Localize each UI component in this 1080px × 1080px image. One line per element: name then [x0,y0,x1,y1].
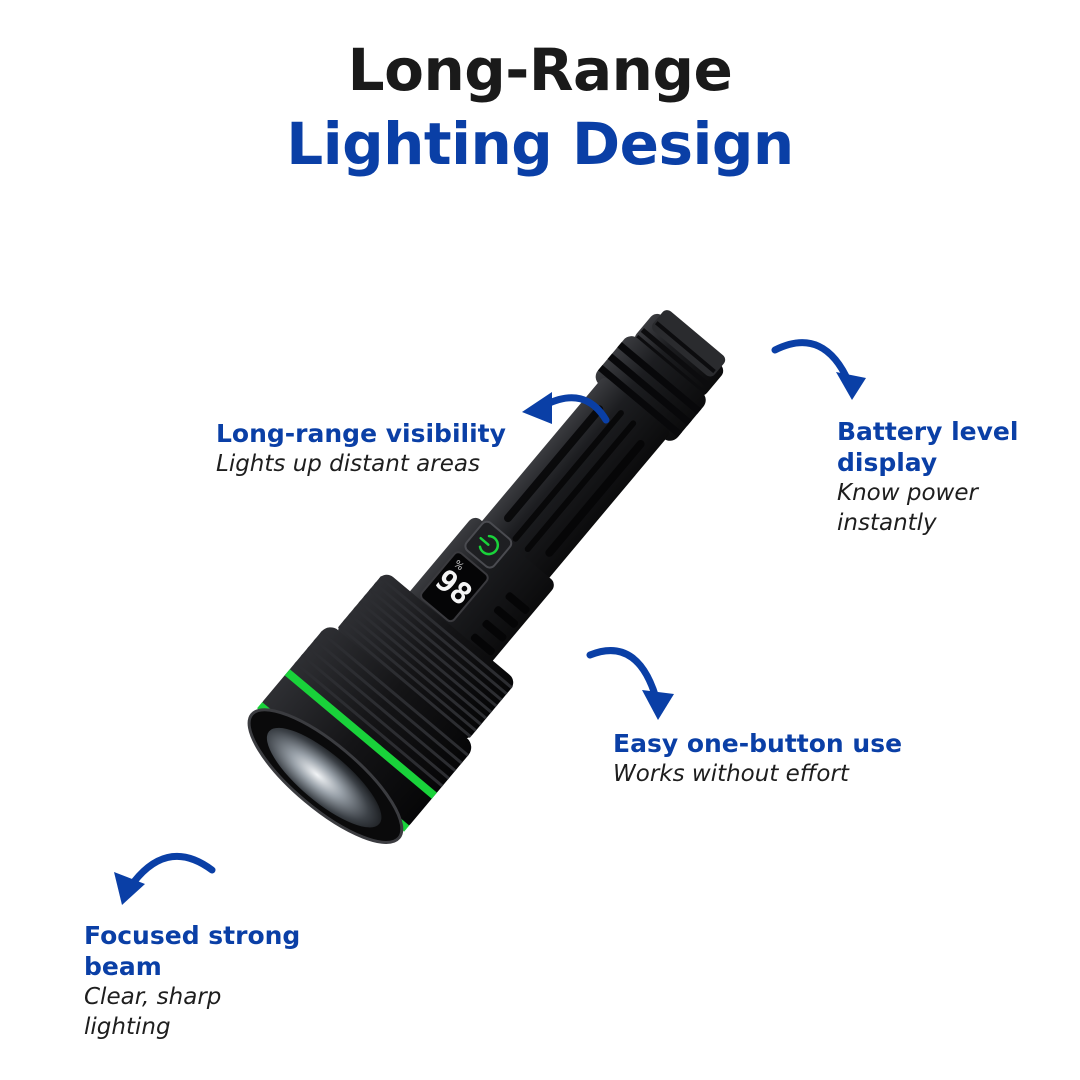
feature-focused-beam: Focused strong beam Clear, sharp lightin… [84,920,300,1042]
feature-one-button: Easy one-button use Works without effort [613,728,902,789]
page-subtitle: Lighting Design [286,110,794,178]
feature-title: Focused strong [84,921,301,950]
power-icon[interactable] [475,531,502,557]
feature-description: Works without effort [613,761,849,787]
feature-title: beam [84,952,162,981]
page-title: Long-Range [347,36,733,104]
feature-title: Battery level [837,417,1019,446]
feature-long-range: Long-range visibility Lights up distant … [216,418,506,479]
feature-description: Lights up distant areas [216,451,480,477]
feature-description: Clear, sharp [84,984,222,1010]
feature-battery-display: Battery level display Know power instant… [837,416,1018,538]
feature-title: Easy one-button use [613,729,903,758]
feature-title: display [837,448,938,477]
feature-description: Know power [837,480,978,506]
flashlight-body [247,310,726,845]
feature-description: lighting [84,1014,171,1040]
feature-description: instantly [837,510,937,536]
feature-title: Long-range visibility [216,419,506,448]
